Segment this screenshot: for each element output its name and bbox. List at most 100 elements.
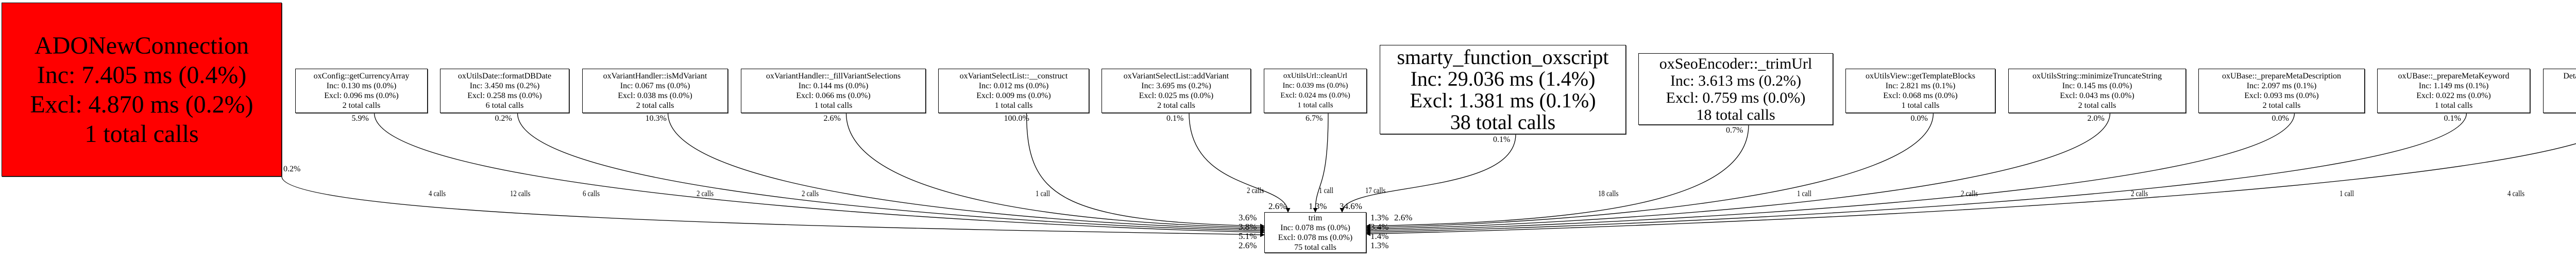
node-inc: Inc: 1.149 ms (0.1%)	[2418, 82, 2489, 90]
node-trim[interactable]: trim Inc: 0.078 ms (0.0%) Excl: 0.078 ms…	[1264, 212, 1366, 253]
node-inc: Inc: 7.405 ms (0.4%)	[37, 61, 247, 89]
node-name: oxUBase::_prepareMetaKeyword	[2398, 72, 2510, 81]
node-excl: Excl: 0.043 ms (0.0%)	[2060, 91, 2134, 100]
node-calls: 2 total calls	[2078, 101, 2116, 110]
node-inc: Inc: 0.145 ms (0.0%)	[2062, 82, 2132, 90]
edge-call-count: 1 call	[2340, 189, 2354, 198]
edge-tail-percent: 0.0%	[2272, 114, 2289, 123]
node-inc: Inc: 2.097 ms (0.1%)	[2246, 82, 2317, 90]
edge-tail-percent: 2.6%	[823, 114, 841, 123]
edge-call-count: 6 calls	[583, 189, 600, 198]
call-edge	[1366, 113, 2467, 235]
call-edge	[374, 113, 1265, 235]
edge-tail-percent: 0.1%	[1166, 114, 1184, 123]
node-calls: 1 total calls	[1297, 101, 1333, 109]
edge-call-count: 17 calls	[1365, 186, 1386, 195]
edge-call-count: 4 calls	[2507, 189, 2525, 198]
node-excl: Excl: 0.258 ms (0.0%)	[467, 91, 542, 100]
call-edge	[1366, 113, 1934, 230]
node-name: oxVariantHandler::_fillVariantSelections	[766, 72, 901, 81]
edge-call-count: 4 calls	[429, 189, 446, 198]
edge-head-percent: 3.4%	[1370, 222, 1389, 232]
node-name: oxConfig::getCurrencyArray	[313, 72, 410, 81]
node-calls: 1 total calls	[84, 120, 199, 148]
node-calls: 75 total calls	[1294, 243, 1336, 252]
edge-tail-percent: 0.1%	[1493, 135, 1511, 144]
node-calls: 6 total calls	[485, 101, 524, 110]
node-excl: Excl: 0.024 ms (0.0%)	[1280, 91, 1350, 100]
call-edge	[845, 113, 1265, 230]
node-name: trim	[1308, 213, 1323, 222]
node-excl: Excl: 0.096 ms (0.0%)	[324, 91, 399, 100]
edge-head-percent: 1.3%	[1309, 201, 1327, 211]
node-calls: 1 total calls	[994, 101, 1033, 110]
call-edge	[1340, 134, 1516, 213]
edge-tail-percent: 0.0%	[1910, 114, 1928, 123]
node-excl: Excl: 0.009 ms (0.0%)	[976, 91, 1051, 100]
call-edge	[281, 176, 1265, 237]
node-excl: Excl: 1.381 ms (0.1%)	[1410, 88, 1596, 112]
edge-tail-percent: 5.9%	[351, 114, 369, 123]
node-excl: Excl: 0.038 ms (0.0%)	[618, 91, 692, 100]
node-caller[interactable]: oxVariantHandler::_fillVariantSelections…	[741, 69, 926, 113]
call-edge	[1313, 113, 1329, 213]
edge-tail-percent: 0.2%	[495, 114, 512, 123]
edge-tail-percent: 0.7%	[1726, 126, 1743, 135]
node-name: ADONewConnection	[35, 31, 249, 59]
node-inc: Inc: 0.039 ms (0.0%)	[1282, 82, 1348, 90]
node-inc: Inc: 3.450 ms (0.2%)	[469, 82, 540, 90]
node-calls: 38 total calls	[1450, 110, 1556, 134]
edge-head-percent: 2.6%	[1394, 213, 1413, 222]
edge-head-percent: 1.3%	[1370, 241, 1389, 250]
node-name: oxSeoEncoder::_trimUrl	[1659, 55, 1812, 72]
edge-call-count: 1 call	[1036, 189, 1050, 198]
node-calls: 18 total calls	[1696, 106, 1775, 123]
edge-call-count: 2 calls	[697, 189, 714, 198]
edge-call-count: 1 call	[1319, 186, 1334, 195]
node-name: Details::_prepareMetaKeyword	[2563, 72, 2576, 81]
edge-head-percent: 1.4%	[1370, 231, 1389, 241]
node-name: smarty_function_oxscript	[1397, 45, 1609, 69]
edge-head-percent: 5.1%	[1239, 231, 1257, 241]
node-calls: 2 total calls	[636, 101, 674, 110]
edge-call-count: 1 call	[1797, 189, 1812, 198]
edge-tail-percent: 100.0%	[1004, 114, 1029, 123]
edge-head-percent: 2.6%	[1268, 201, 1287, 211]
node-name: oxVariantSelectList::addVariant	[1123, 72, 1229, 81]
edge-head-percent: 1.3%	[1370, 213, 1389, 222]
edge-tail-percent: 10.3%	[645, 114, 667, 123]
node-inc: Inc: 0.012 ms (0.0%)	[978, 82, 1049, 90]
node-excl: Excl: 0.068 ms (0.0%)	[1883, 91, 1958, 100]
node-calls: 2 total calls	[2262, 101, 2301, 110]
edge-call-count: 18 calls	[1598, 189, 1619, 198]
call-edge	[1366, 113, 2295, 233]
node-inc: Inc: 0.067 ms (0.0%)	[620, 82, 690, 90]
node-name: oxUtilsView::getTemplateBlocks	[1866, 72, 1975, 81]
node-inc: Inc: 0.078 ms (0.0%)	[1280, 223, 1350, 232]
call-edge	[1026, 113, 1265, 229]
node-inc: Inc: 2.821 ms (0.1%)	[1885, 82, 1956, 90]
edge-call-count: 2 calls	[2131, 189, 2148, 198]
edge-call-count: 12 calls	[510, 189, 531, 198]
node-inc: Inc: 29.036 ms (1.4%)	[1410, 67, 1596, 90]
node-calls: 2 total calls	[342, 101, 381, 110]
node-inc: Inc: 3.695 ms (0.2%)	[1141, 82, 1211, 90]
node-name: oxVariantSelectList::__construct	[959, 72, 1068, 81]
node-excl: Excl: 0.025 ms (0.0%)	[1139, 91, 1214, 100]
